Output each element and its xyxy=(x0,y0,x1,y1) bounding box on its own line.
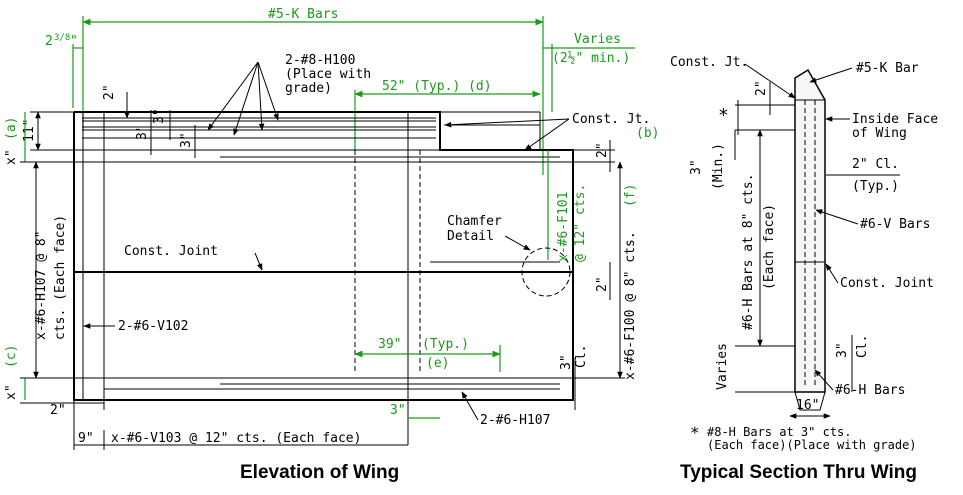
chamfer-detail-circle xyxy=(521,247,571,297)
section-caption: Typical Section Thru Wing xyxy=(680,462,917,483)
dim-3in-cl: 3" xyxy=(559,354,574,370)
note-line-1: #8-H Bars at 3" cts. xyxy=(707,425,852,439)
h107-sub: cts. (Each face) xyxy=(53,215,68,340)
dim-2-3-8-unit: " xyxy=(70,34,78,49)
dim-2in-right-mid: 2" xyxy=(595,276,610,292)
sec-dim-2in: 2" xyxy=(754,80,769,96)
sec-v-bars: #6-V Bars xyxy=(860,217,930,232)
h107-bottom-leader xyxy=(461,391,479,421)
dim-x-c-pre: x" xyxy=(4,384,19,400)
chamfer-leader xyxy=(504,235,531,251)
f100-label: x-#6-F100 @ 8" cts. xyxy=(623,231,638,380)
const-joint-label: Const. Joint xyxy=(124,244,218,259)
h100-leader-2 xyxy=(233,61,259,136)
const-jt-label: Const. Jt. xyxy=(572,112,650,127)
dim-cl: Cl. xyxy=(574,345,589,368)
dim-x-a-pre: x" xyxy=(4,149,19,165)
h100-leader-1 xyxy=(207,61,259,131)
sec-h-bars-label: #6-H Bars at 8" cts. xyxy=(741,173,756,330)
k-bars-label: #5-K Bars xyxy=(268,7,338,22)
sec-v-bars-leader xyxy=(815,209,859,225)
dim-2in-bottom: 2" xyxy=(50,403,66,418)
f101-sub: @ 12" cts. xyxy=(573,184,588,262)
sec-const-joint: Const. Joint xyxy=(840,276,934,291)
h100-label-2: (Place with xyxy=(285,67,371,82)
h100-leader-4 xyxy=(257,61,279,121)
sec-varies: Varies xyxy=(715,343,730,390)
typ39-label-b: (Typ.) xyxy=(422,337,469,352)
note-line-2: (Each face)(Place with grade) xyxy=(707,438,917,452)
sec-const-joint-leader xyxy=(825,263,839,284)
dim-2-3-8-whole: 2 xyxy=(45,34,53,49)
v103-label: x-#6-V103 @ 12" cts. (Each face) xyxy=(111,431,361,446)
typ39-e: (e) xyxy=(426,356,449,371)
sec-min3: 3" xyxy=(689,159,704,175)
sec-h-bars-leader xyxy=(814,369,834,391)
f100-f: (f) xyxy=(623,184,638,207)
sec-typ: (Typ.) xyxy=(852,179,899,194)
sec-h-bars: #6-H Bars xyxy=(835,383,905,398)
const-jt-leader-1 xyxy=(444,118,570,128)
inside-face-1: Inside Face xyxy=(852,112,938,127)
sec-16in: 16" xyxy=(796,398,819,413)
h100-leader-3 xyxy=(257,61,265,131)
section-drawing: Const. Jt. #5-K Bar 2" * Inside Face of … xyxy=(670,55,938,483)
chamfer-label-2: Detail xyxy=(447,229,494,244)
h100-label-3: grade) xyxy=(285,81,332,96)
varies-label: Varies xyxy=(574,32,621,47)
const-jt-leader-2 xyxy=(524,118,570,151)
sec-cl3-sub: Cl. xyxy=(855,335,870,358)
elevation-drawing: #5-K Bars 2 3/8 " Varies (2½" min.) 2-#8… xyxy=(4,7,659,483)
sec-const-jt-leader xyxy=(744,63,796,99)
note-star: * xyxy=(690,423,700,442)
inside-face-2: of Wing xyxy=(852,126,907,141)
varies-min-label: (2½" min.) xyxy=(552,51,630,66)
typ52-label: 52" (Typ.) (d) xyxy=(382,79,492,94)
sec-min3-sub: (Min.) xyxy=(711,143,726,190)
sec-const-jt: Const. Jt. xyxy=(670,55,748,70)
dim-2in-top: 2" xyxy=(102,84,117,100)
h100-label-1: 2-#8-H100 xyxy=(285,53,355,68)
sec-cl3: 3" xyxy=(835,342,850,358)
const-jt-b: (b) xyxy=(636,126,659,141)
dim-3in-c: 3" xyxy=(179,132,194,148)
dim-x-c: (c) xyxy=(4,345,19,368)
h107-bottom-label: 2-#6-H107 xyxy=(480,413,550,428)
dim-3in-bottom: 3" xyxy=(390,403,406,418)
sec-h-bars-sub: (Each face) xyxy=(762,204,777,290)
sec-star: * xyxy=(718,105,729,126)
sec-k-bar: #5-K Bar xyxy=(856,61,919,76)
section-bottom xyxy=(794,391,826,411)
wall-section xyxy=(794,68,826,393)
dim-11in: 11" xyxy=(22,119,37,142)
sec-k-bar-leader xyxy=(809,67,853,83)
typ39-label: 39" xyxy=(378,337,401,352)
dim-x-a: (a) xyxy=(4,117,19,140)
dim-9in: 9" xyxy=(78,431,94,446)
v102-label: 2-#6-V102 xyxy=(118,319,188,334)
elevation-caption: Elevation of Wing xyxy=(240,462,399,483)
f101-label: x-#6-F101 xyxy=(556,192,571,262)
dim-2-3-8-frac: 3/8 xyxy=(54,33,70,43)
const-joint-leader xyxy=(254,252,263,271)
chamfer-label-1: Chamfer xyxy=(447,214,502,229)
dim-3in-b: 3" xyxy=(152,108,167,124)
dim-3in-a: 3" xyxy=(135,124,150,140)
sec-cl2: 2" Cl. xyxy=(852,157,899,172)
